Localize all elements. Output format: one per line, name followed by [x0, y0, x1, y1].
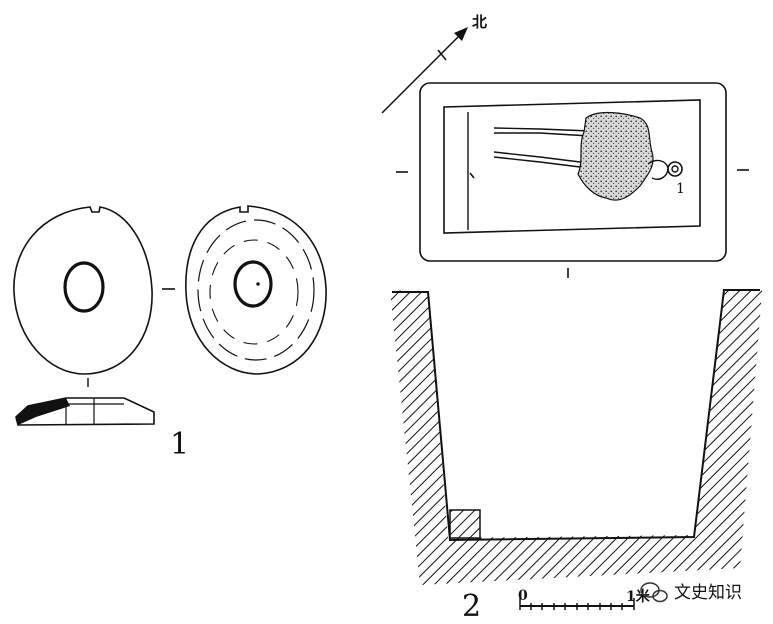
artifact-marker: 1 [667, 161, 685, 197]
watermark-text: 文史知识 [674, 583, 742, 603]
section-profile [392, 289, 760, 542]
figure-2-label: 2 [462, 589, 481, 624]
artifact-number: 1 [676, 181, 685, 197]
scale-end-label: 1米 [626, 588, 651, 605]
north-label: 北 [472, 13, 487, 31]
pit-outline [419, 82, 727, 262]
coffin-remnant [449, 509, 481, 539]
earth-hatching [390, 290, 762, 585]
disc-front-view [13, 206, 153, 375]
disc-back-view [185, 205, 327, 375]
wechat-icon [640, 582, 668, 603]
scale-start-label: 0 [518, 588, 528, 604]
grave-plan: 北 1 [381, 13, 749, 278]
north-arrow: 北 [381, 13, 487, 114]
figure-1-label: 1 [170, 427, 189, 462]
skeleton-remains [577, 111, 654, 201]
leg-bones [493, 127, 591, 169]
grave-section: 2 [390, 289, 762, 624]
artifact-views: 1 [13, 205, 327, 462]
watermark: 文史知识 [640, 582, 742, 603]
disc-section-view [15, 378, 155, 426]
coffin-outline [443, 99, 701, 234]
scale-bar: 0 1米 [518, 588, 651, 610]
